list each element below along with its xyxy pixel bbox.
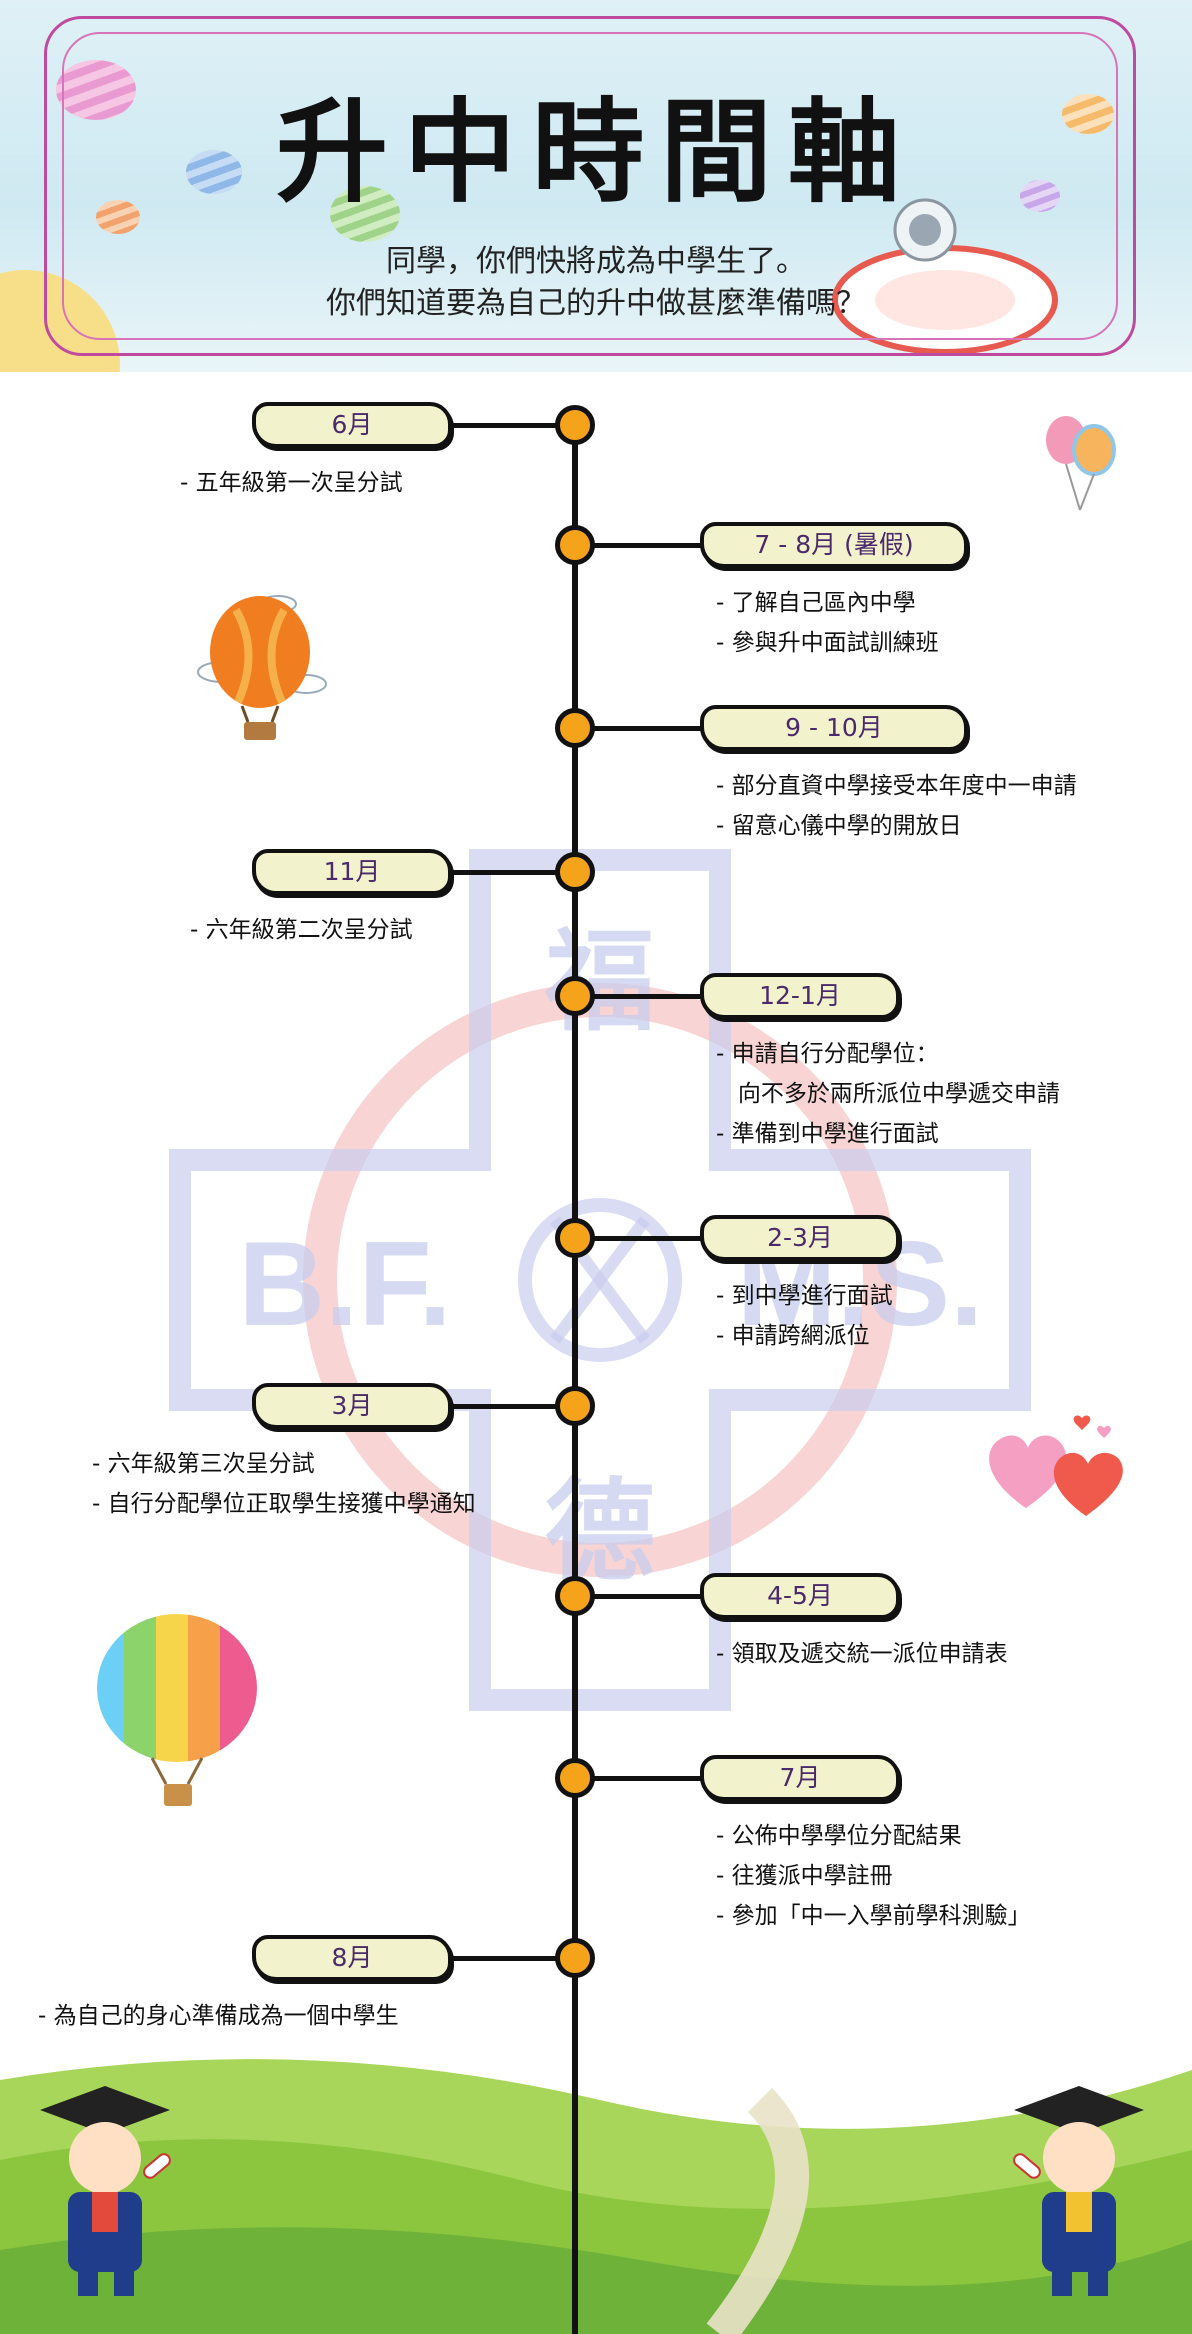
milestone-item: 向不多於兩所派位中學遞交申請 <box>716 1081 1060 1107</box>
milestone-items: - 公佈中學學位分配結果 - 往獲派中學註冊 - 參加「中一入學前學科測驗」 <box>716 1816 1031 1936</box>
timeline-node <box>555 525 595 565</box>
planet-icon <box>330 186 400 242</box>
month-label: 2-3月 <box>700 1215 900 1261</box>
milestone-item: - 參加「中一入學前學科測驗」 <box>716 1903 1031 1929</box>
timeline-connector <box>440 870 560 875</box>
rocket-icon <box>832 198 1058 355</box>
timeline-node <box>555 1386 595 1426</box>
timeline-node <box>555 405 595 445</box>
milestone-items: - 了解自己區內中學 - 參與升中面試訓練班 <box>716 583 939 663</box>
title-frame-inner <box>62 32 1118 340</box>
milestone-item: - 五年級第一次呈分試 <box>180 470 403 496</box>
timeline-connector <box>594 1236 714 1241</box>
timeline-axis <box>572 420 578 2334</box>
milestone-item: - 到中學進行面試 <box>716 1283 893 1309</box>
timeline-node <box>555 1218 595 1258</box>
milestone-item: - 了解自己區內中學 <box>716 590 916 616</box>
planet-icon <box>56 60 136 120</box>
timeline-connector <box>440 1404 560 1409</box>
timeline-node <box>555 708 595 748</box>
month-label: 3月 <box>252 1383 452 1429</box>
planet-icon <box>186 150 242 194</box>
timeline-connector <box>594 994 714 999</box>
timeline-connector <box>440 423 560 428</box>
milestone-item: - 留意心儀中學的開放日 <box>716 813 962 839</box>
milestone-item: - 領取及遞交統一派位申請表 <box>716 1641 1008 1667</box>
milestone-item: - 為自己的身心準備成為一個中學生 <box>38 2003 399 2029</box>
month-label: 7 - 8月 (暑假) <box>700 522 968 568</box>
milestone-item: - 六年級第二次呈分試 <box>190 917 413 943</box>
planet-icon <box>1062 94 1114 134</box>
header-banner: 升中時間軸 同學，你們快將成為中學生了。 你們知道要為自己的升中做甚麼準備嗎？ <box>0 0 1192 372</box>
milestone-items: - 六年級第二次呈分試 <box>190 910 413 950</box>
milestone-item: - 申請自行分配學位： <box>716 1041 939 1067</box>
milestone-item: - 申請跨網派位 <box>716 1323 870 1349</box>
milestone-items: - 領取及遞交統一派位申請表 <box>716 1634 1008 1674</box>
page-title: 升中時間軸 <box>276 87 916 218</box>
hearts-icon <box>989 1415 1123 1516</box>
month-label: 7月 <box>700 1755 900 1801</box>
month-label: 8月 <box>252 1935 452 1981</box>
balloons-icon <box>1046 416 1116 511</box>
month-label: 6月 <box>252 402 452 448</box>
milestone-item: - 六年級第三次呈分試 <box>92 1451 315 1477</box>
milestone-items: - 部分直資中學接受本年度中一申請 - 留意心儀中學的開放日 <box>716 766 1077 846</box>
milestone-item: - 往獲派中學註冊 <box>716 1863 893 1889</box>
planet-icon <box>1020 180 1060 212</box>
hot-air-balloon-icon <box>197 595 327 740</box>
milestone-item: - 準備到中學進行面試 <box>716 1121 939 1147</box>
title-frame-outer <box>44 16 1136 356</box>
milestone-item: - 參與升中面試訓練班 <box>716 630 939 656</box>
milestone-items: - 到中學進行面試 - 申請跨網派位 <box>716 1276 893 1356</box>
month-label: 4-5月 <box>700 1573 900 1619</box>
watermark-bottom-char: 德 <box>545 1467 655 1596</box>
timeline-node <box>555 976 595 1016</box>
school-logo-watermark: B.F. M.S. 福 德 <box>169 849 1031 1711</box>
milestone-items: - 為自己的身心準備成為一個中學生 <box>38 1996 399 2036</box>
month-label: 11月 <box>252 849 452 895</box>
month-label: 9 - 10月 <box>700 705 968 751</box>
milestone-item: - 部分直資中學接受本年度中一申請 <box>716 773 1077 799</box>
timeline-node <box>555 1758 595 1798</box>
milestone-item: - 自行分配學位正取學生接獲中學通知 <box>92 1491 476 1517</box>
subtitle-line-1: 同學，你們快將成為中學生了。 <box>386 244 806 279</box>
timeline-connector <box>594 543 714 548</box>
milestone-items: - 五年級第一次呈分試 <box>180 463 403 503</box>
month-label: 12-1月 <box>700 973 900 1019</box>
timeline-node <box>555 1576 595 1616</box>
rainbow-balloon-icon <box>97 1614 257 1806</box>
subtitle-line-2: 你們知道要為自己的升中做甚麼準備嗎？ <box>326 286 866 321</box>
milestone-items: - 六年級第三次呈分試 - 自行分配學位正取學生接獲中學通知 <box>92 1444 476 1524</box>
timeline-node <box>555 1938 595 1978</box>
graduate-boy-icon <box>40 2086 171 2296</box>
hills-scenery <box>0 2059 1192 2334</box>
planet-icon <box>96 200 140 234</box>
milestone-item: - 公佈中學學位分配結果 <box>716 1823 962 1849</box>
timeline-node <box>555 852 595 892</box>
milestone-items: - 申請自行分配學位： 向不多於兩所派位中學遞交申請 - 準備到中學進行面試 <box>716 1034 1060 1154</box>
watermark-left-text: B.F. <box>238 1217 451 1351</box>
timeline-connector <box>594 726 714 731</box>
timeline-connector <box>594 1776 714 1781</box>
timeline-connector <box>440 1956 560 1961</box>
timeline-connector <box>594 1594 714 1599</box>
graduate-girl-icon <box>1013 2086 1144 2296</box>
